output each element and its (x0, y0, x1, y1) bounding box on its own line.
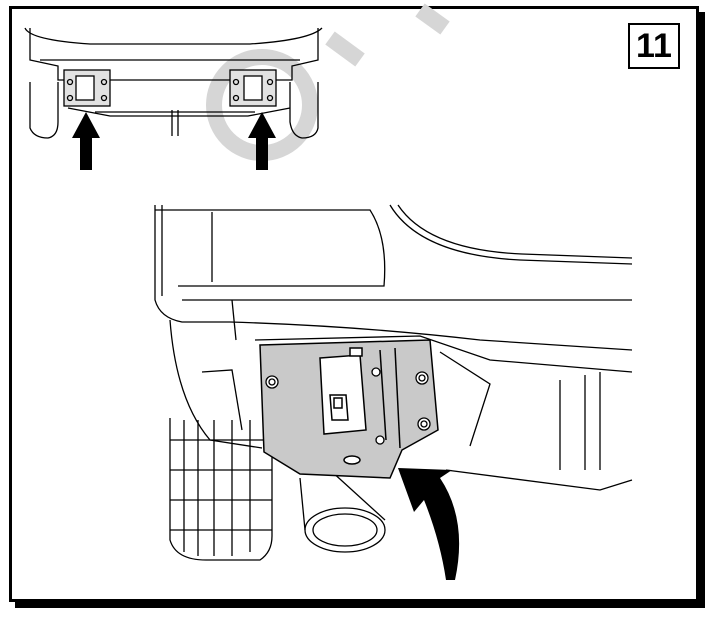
tire (169, 418, 273, 561)
vehicle-detail-view (154, 204, 633, 561)
arrow-up-icon (248, 112, 276, 170)
right-wheel (289, 82, 319, 139)
frame-shadow-right (699, 12, 705, 608)
arrow-up-icon (72, 112, 100, 170)
vehicle-rear-overview (24, 27, 323, 139)
left-bracket (63, 69, 111, 107)
right-bracket (229, 69, 277, 107)
tow-bracket (259, 339, 439, 479)
illustration-frame (9, 6, 699, 602)
frame-shadow-bottom (15, 602, 705, 608)
step-number-badge: 11 (628, 23, 680, 69)
bracket-bolts (265, 367, 431, 445)
curved-arrow-icon (398, 468, 460, 580)
left-wheel (29, 82, 59, 139)
exhaust-pipe (299, 469, 386, 553)
